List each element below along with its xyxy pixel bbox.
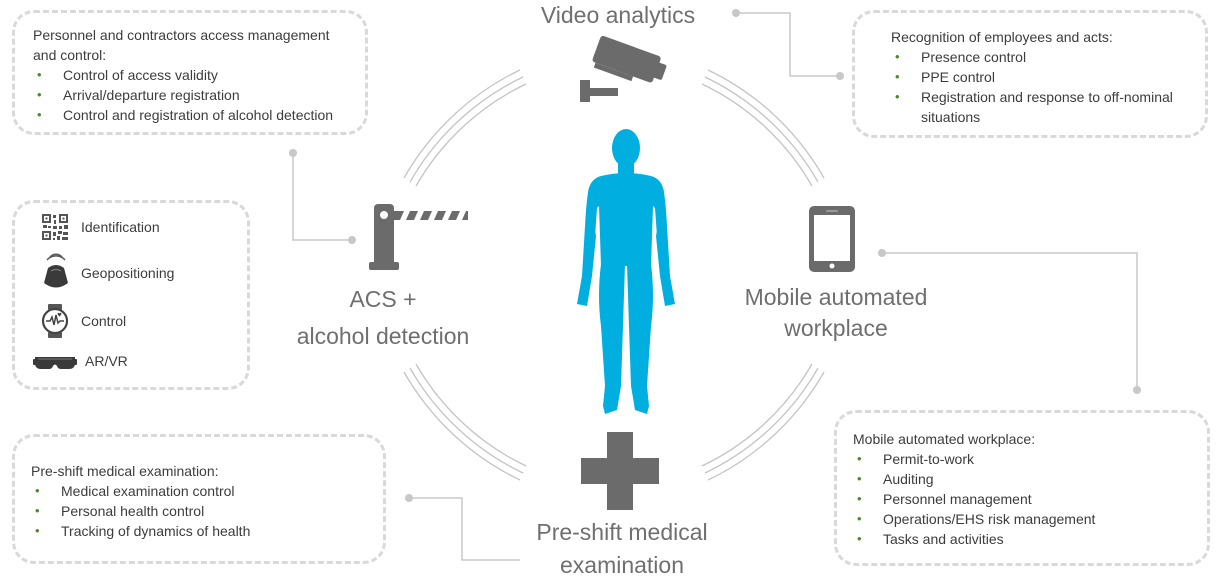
mobile-workplace-box: Mobile automated workplace: •Permit-to-w… (834, 410, 1210, 566)
device-row-arvr: AR/VR (33, 349, 128, 373)
list-item: •Control and registration of alcohol det… (37, 107, 334, 123)
vr-headset-icon (33, 357, 77, 369)
medical-box-list: •Medical examination control •Personal h… (31, 481, 369, 541)
smartwatch-icon (41, 304, 69, 338)
geoposition-tag-icon (44, 253, 68, 288)
list-item: •Tasks and activities (857, 531, 1004, 547)
list-item: •Permit-to-work (857, 451, 975, 467)
list-item: •PPE control (895, 69, 995, 85)
device-row-geopositioning: Geopositioning (41, 253, 174, 293)
tablet-icon (809, 206, 855, 272)
list-item: •Personnel management (857, 491, 1032, 507)
medical-box-title: Pre-shift medical examination: (31, 463, 219, 479)
access-management-box: Personnel and contractors access managem… (12, 10, 368, 135)
list-item: •Presence control (895, 49, 1027, 65)
human-figure-icon (577, 129, 675, 414)
mobile-box-title: Mobile automated workplace: (853, 431, 1036, 447)
medical-examination-box: Pre-shift medical examination: •Medical … (12, 434, 386, 564)
list-item: •Registration and response to off-nomina… (895, 89, 1173, 125)
acs-label-line2: alcohol detection (296, 323, 470, 349)
access-box-title: Personnel and contractors access managem… (33, 27, 330, 63)
acs-label-line1: ACS + (349, 286, 417, 312)
list-item: •Arrival/departure registration (37, 87, 240, 103)
acs-label: ACS + alcohol detection (270, 284, 496, 352)
circle-arcs (403, 69, 825, 481)
list-item: •Tracking of dynamics of health (35, 523, 251, 539)
list-item: •Auditing (857, 471, 934, 487)
control-label: Control (81, 313, 127, 329)
medical-cross-icon (581, 432, 659, 510)
list-item: •Control of access validity (37, 67, 218, 83)
list-item: •Personal health control (35, 503, 205, 519)
identification-label: Identification (81, 219, 160, 235)
medical-label-line2: examination (559, 552, 685, 578)
mobile-box-list: •Permit-to-work •Auditing •Personnel man… (853, 449, 1193, 549)
connector-lines (292, 12, 1138, 561)
qr-code-icon (41, 213, 69, 241)
recognition-box-list: •Presence control •PPE control •Registra… (891, 47, 1191, 127)
connector-dots (289, 9, 1141, 502)
mobile-label-line1: Mobile automated (744, 284, 928, 310)
mobile-workplace-label: Mobile automated workplace (726, 282, 946, 344)
list-item: •Operations/EHS risk management (857, 511, 1096, 527)
device-row-control: Control (41, 303, 126, 339)
access-box-list: •Control of access validity •Arrival/dep… (33, 65, 349, 125)
medical-label-line1: Pre-shift medical (536, 519, 708, 545)
recognition-box-title: Recognition of employees and acts: (891, 29, 1113, 45)
medical-examination-label: Pre-shift medical examination (500, 516, 744, 582)
geopositioning-label: Geopositioning (81, 265, 175, 281)
mobile-label-line2: workplace (784, 315, 888, 341)
cctv-camera-icon (580, 36, 667, 102)
devices-box: Identification Geopositioning Control AR… (12, 200, 250, 390)
arvr-label: AR/VR (85, 353, 128, 369)
recognition-box: Recognition of employees and acts: •Pres… (852, 10, 1208, 138)
video-analytics-label: Video analytics (540, 2, 696, 28)
device-row-identification: Identification (41, 213, 160, 241)
list-item: •Medical examination control (35, 483, 235, 499)
barrier-gate-icon (369, 204, 468, 270)
